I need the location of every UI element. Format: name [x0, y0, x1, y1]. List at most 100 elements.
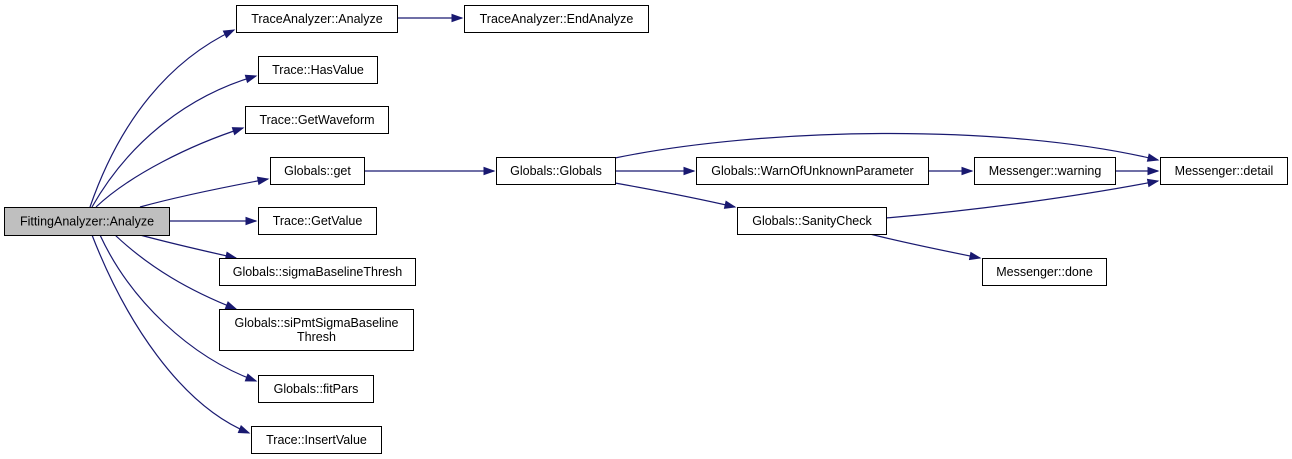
edge-line: [139, 178, 269, 208]
edge-line: [95, 127, 244, 208]
node-trace-analyzer-end-analyze[interactable]: TraceAnalyzer::EndAnalyze: [464, 5, 649, 33]
node-messenger-detail[interactable]: Messenger::detail: [1160, 157, 1288, 185]
node-box: [258, 56, 378, 84]
node-box: [4, 207, 170, 236]
arrow-head: [723, 200, 737, 209]
edge-fitting-analyze-to-trace-insert-value: [91, 234, 251, 434]
edge-line: [89, 29, 235, 208]
node-box: [258, 207, 377, 235]
node-box: [258, 375, 374, 403]
node-box: [251, 426, 382, 454]
edge-globals-warn-to-messenger-warning: [928, 166, 974, 176]
arrow-head: [483, 166, 496, 176]
node-label: Globals::sigmaBaselineThresh: [233, 265, 403, 279]
arrow-head: [1146, 178, 1160, 188]
edge-globals-globals-to-globals-sanity: [614, 182, 737, 209]
arrow-head: [961, 166, 974, 176]
edge-trace-analyzer-analyze-to-trace-analyzer-end-analyze: [397, 13, 464, 23]
edge-line: [91, 75, 257, 208]
node-label: Trace::InsertValue: [266, 433, 367, 447]
node-label: Thresh: [297, 330, 336, 344]
arrow-head: [245, 216, 258, 226]
edge-line: [91, 234, 250, 434]
arrow-head: [968, 251, 982, 261]
node-trace-get-value[interactable]: Trace::GetValue: [258, 207, 377, 235]
node-label: Globals::siPmtSigmaBaseline: [235, 316, 399, 330]
edge-fitting-analyze-to-trace-get-value: [169, 216, 258, 226]
node-globals-sigma[interactable]: Globals::sigmaBaselineThresh: [219, 258, 416, 286]
node-box: [696, 157, 929, 185]
edge-fitting-analyze-to-globals-fitpars: [99, 234, 258, 382]
node-label: Messenger::detail: [1175, 164, 1274, 178]
node-label: Globals::Globals: [510, 164, 602, 178]
node-label: Globals::SanityCheck: [752, 214, 872, 228]
edge-fitting-analyze-to-globals-sigma: [139, 234, 238, 260]
node-label: Trace::HasValue: [272, 63, 364, 77]
arrow-head: [1146, 153, 1160, 162]
node-label: Messenger::done: [996, 265, 1093, 279]
node-box: [236, 5, 398, 33]
arrow-head: [224, 301, 238, 310]
edge-globals-sanity-to-messenger-done: [869, 233, 982, 261]
node-label: FittingAnalyzer::Analyze: [20, 215, 154, 229]
node-box: [270, 157, 365, 185]
node-box: [974, 157, 1116, 185]
arrow-head: [244, 373, 258, 382]
edge-line: [614, 132, 1159, 161]
edge-globals-globals-to-messenger-detail: [614, 132, 1160, 162]
edge-fitting-analyze-to-globals-sipmt: [114, 234, 238, 310]
edge-fitting-analyze-to-trace-analyzer-analyze: [89, 29, 236, 208]
arrow-head: [222, 29, 236, 39]
node-box: [496, 157, 616, 185]
edge-fitting-analyze-to-globals-get: [139, 176, 270, 208]
edge-line: [114, 234, 237, 310]
edge-globals-sanity-to-messenger-detail: [885, 178, 1160, 219]
arrow-head: [1147, 166, 1160, 176]
node-fitting-analyze[interactable]: FittingAnalyzer::Analyze: [4, 207, 170, 236]
node-globals-warn[interactable]: Globals::WarnOfUnknownParameter: [696, 157, 929, 185]
nodes-layer: FittingAnalyzer::Analyze TraceAnalyzer::A…: [4, 5, 1288, 454]
arrow-head: [256, 176, 270, 186]
node-globals-fitpars[interactable]: Globals::fitPars: [258, 375, 374, 403]
node-box: [464, 5, 649, 33]
edge-fitting-analyze-to-trace-has-value: [91, 74, 258, 208]
edge-line: [99, 234, 257, 382]
node-label: TraceAnalyzer::EndAnalyze: [480, 12, 634, 26]
arrow-head: [451, 13, 464, 23]
node-box: [982, 258, 1107, 286]
node-trace-has-value[interactable]: Trace::HasValue: [258, 56, 378, 84]
node-box: [219, 258, 416, 286]
edge-globals-globals-to-globals-warn: [615, 166, 696, 176]
node-globals-sanity[interactable]: Globals::SanityCheck: [737, 207, 887, 235]
node-label: Globals::WarnOfUnknownParameter: [711, 164, 913, 178]
edge-line: [614, 182, 736, 208]
node-box: [245, 106, 389, 134]
arrow-head: [237, 425, 251, 434]
node-label: Globals::get: [284, 164, 351, 178]
edge-fitting-analyze-to-trace-get-waveform: [95, 127, 245, 208]
node-trace-get-waveform[interactable]: Trace::GetWaveform: [245, 106, 389, 134]
node-label: Trace::GetWaveform: [259, 113, 374, 127]
node-trace-insert-value[interactable]: Trace::InsertValue: [251, 426, 382, 454]
node-box: [737, 207, 887, 235]
node-globals-globals[interactable]: Globals::Globals: [496, 157, 616, 185]
edges-layer: [89, 13, 1160, 434]
edge-line: [885, 180, 1159, 219]
arrow-head: [231, 127, 245, 136]
node-box: [219, 309, 414, 351]
edge-line: [869, 233, 981, 259]
arrow-head: [683, 166, 696, 176]
node-label: Globals::fitPars: [274, 382, 359, 396]
edge-line: [139, 234, 237, 259]
arrow-head: [244, 74, 258, 84]
edge-globals-get-to-globals-globals: [364, 166, 496, 176]
node-label: TraceAnalyzer::Analyze: [251, 12, 383, 26]
node-trace-analyzer-analyze[interactable]: TraceAnalyzer::Analyze: [236, 5, 398, 33]
node-label: Trace::GetValue: [273, 214, 363, 228]
edge-messenger-warning-to-messenger-detail: [1115, 166, 1160, 176]
node-messenger-done[interactable]: Messenger::done: [982, 258, 1107, 286]
node-messenger-warning[interactable]: Messenger::warning: [974, 157, 1116, 185]
node-globals-get[interactable]: Globals::get: [270, 157, 365, 185]
